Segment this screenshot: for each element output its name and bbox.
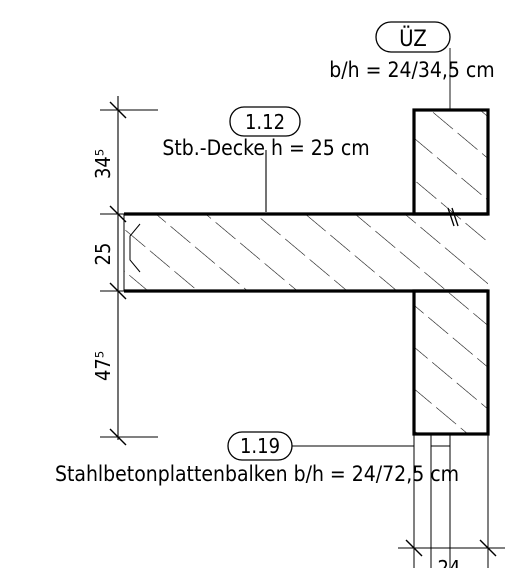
slab-label: Stb.-Decke h = 25 cm <box>162 136 369 160</box>
uz-size-label: b/h = 24/34,5 cm <box>329 58 494 82</box>
uz-callout <box>375 21 451 110</box>
slab-tag: 1.12 <box>245 110 285 134</box>
beam-width-dimension <box>398 434 505 568</box>
slab-section <box>123 207 488 293</box>
beam-tag: 1.19 <box>240 434 280 458</box>
beam-web <box>412 289 490 436</box>
slab-callout <box>229 106 301 212</box>
beam-callout <box>227 431 414 461</box>
dimension-top: 34⁵ <box>91 149 115 179</box>
dimension-width: 24 <box>438 556 461 568</box>
upper-column-uz <box>412 108 490 216</box>
uz-tag: ÜZ <box>399 26 427 52</box>
dimension-middle: 25 <box>91 243 115 266</box>
beam-label: Stahlbetonplattenbalken b/h = 24/72,5 cm <box>55 462 459 486</box>
dimension-chain-left <box>100 96 158 446</box>
dimension-bottom: 47⁵ <box>91 351 115 381</box>
